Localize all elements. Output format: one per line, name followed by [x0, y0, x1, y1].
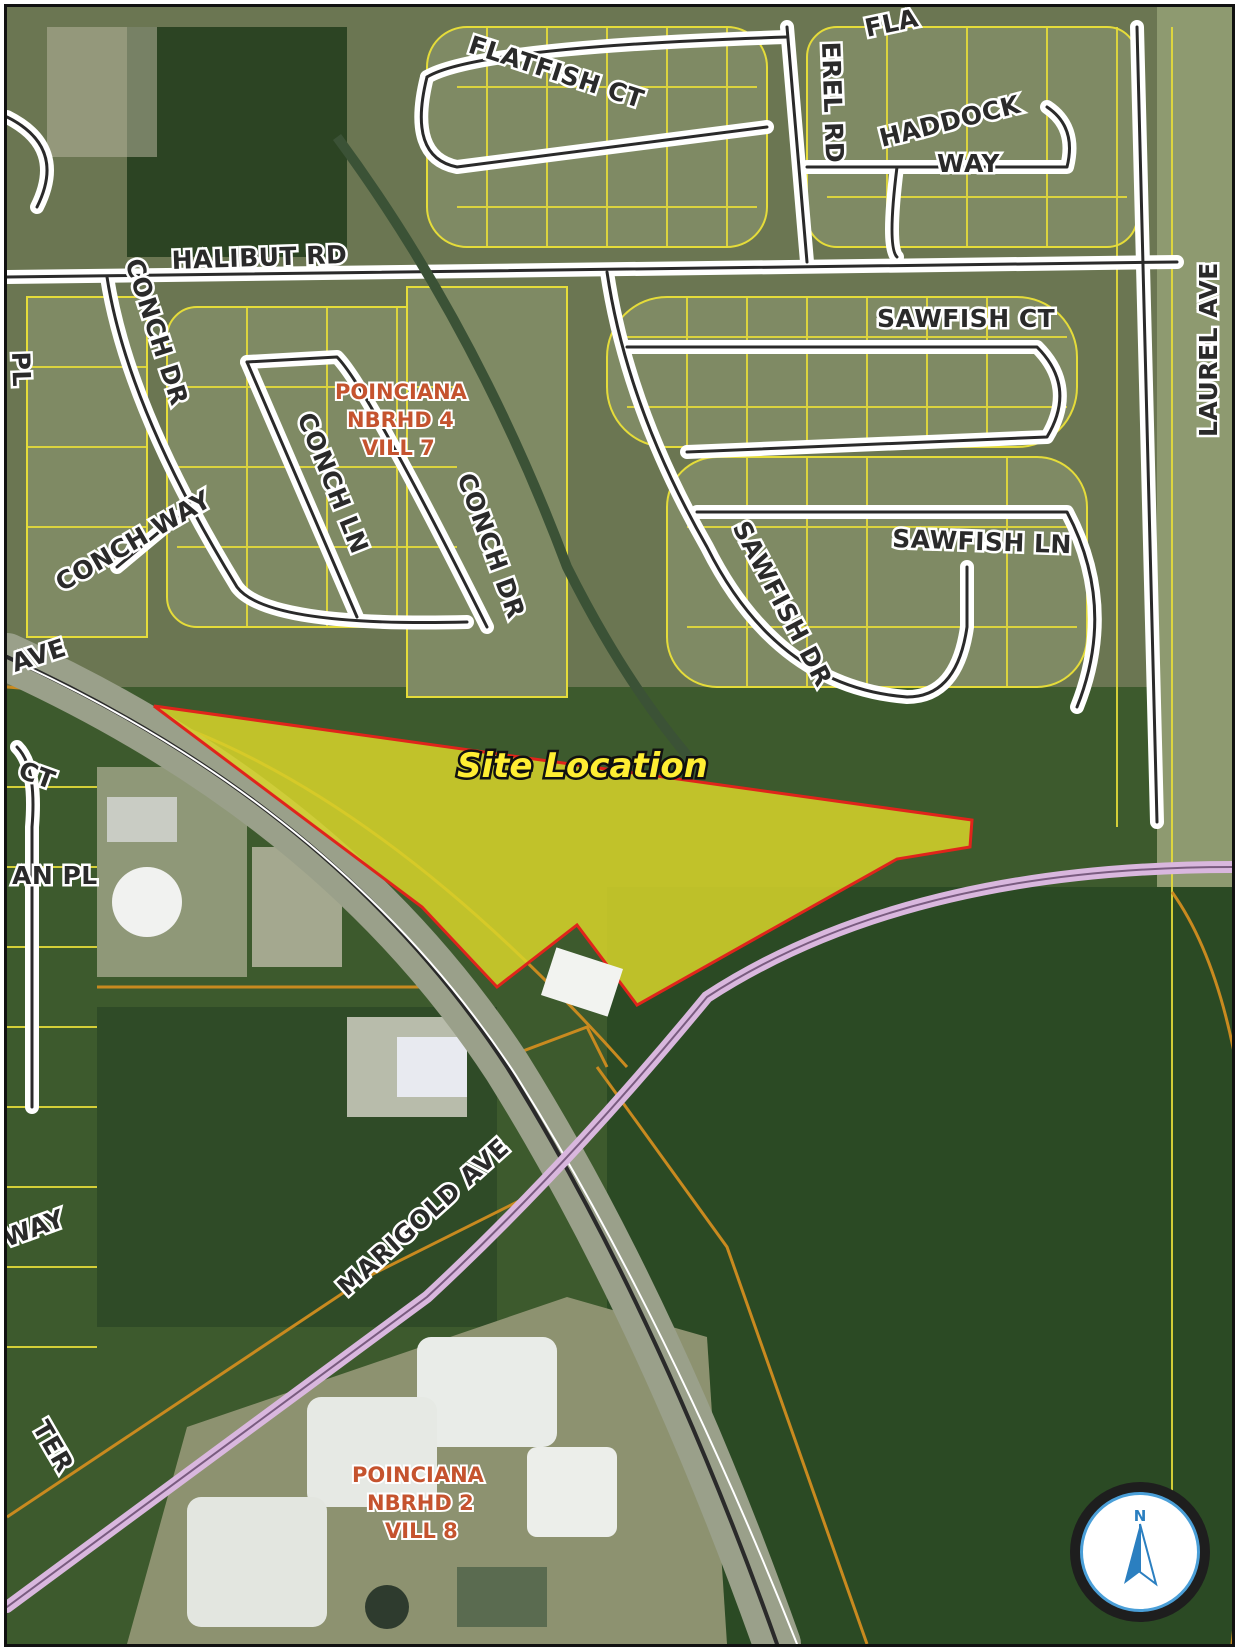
compass-north-letter: N	[1133, 1507, 1147, 1525]
label-sawfish-ct: SAWFISH CT	[877, 304, 1055, 333]
site-polygon	[153, 704, 974, 1007]
major-roads	[7, 633, 1232, 1644]
aerial-map: Site Location FLATFISH CT FLA EREL RD HA…	[7, 7, 1232, 1644]
sand-patch	[47, 27, 157, 157]
nbhd2-line3: VILL 8	[385, 1519, 458, 1543]
label-pl-left: PL	[7, 351, 36, 387]
forest-northwest	[127, 27, 347, 257]
commercial-building	[540, 947, 624, 1017]
nbhd2-line2: NBRHD 2	[367, 1491, 474, 1515]
label-laurel-ave: LAUREL AVE	[1194, 262, 1223, 437]
compass-arrow-icon	[1124, 1523, 1158, 1587]
grass-east	[1157, 7, 1232, 887]
label-way: WAY	[937, 149, 1000, 178]
drainage-canal	[332, 134, 701, 771]
treatment-facility	[127, 1297, 727, 1644]
label-erel-rd: EREL RD	[816, 41, 849, 163]
local-roads	[7, 20, 1184, 1114]
nbhd2-line1: POINCIANA	[352, 1463, 485, 1487]
north-arrow-icon: N	[1070, 1482, 1210, 1622]
label-halibut-rd: HALIBUT RD	[171, 240, 348, 275]
site-location-label: Site Location	[457, 746, 708, 786]
map-frame: Site Location FLATFISH CT FLA EREL RD HA…	[4, 4, 1235, 1647]
nbhd4-line2: NBRHD 4	[347, 408, 454, 432]
nbhd4-line3: VILL 7	[362, 436, 435, 460]
nbhd4-line1: POINCIANA	[335, 380, 468, 404]
label-an-pl: AN PL	[12, 861, 98, 890]
